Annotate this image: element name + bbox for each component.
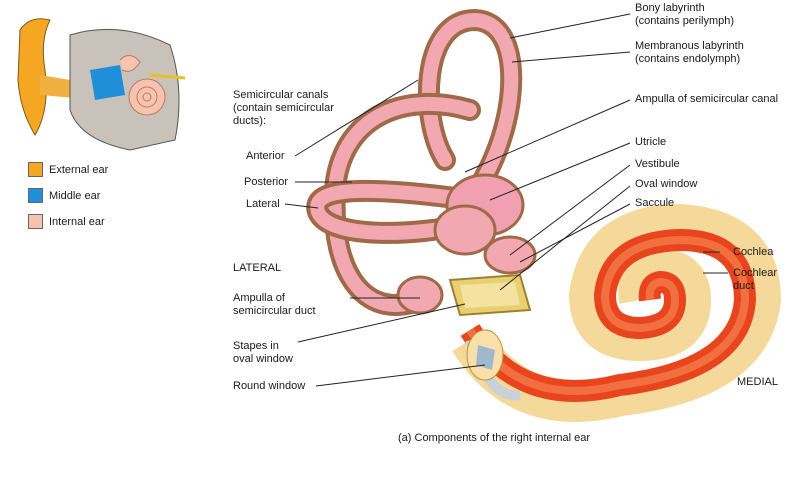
label-saccule: Saccule [635,197,675,209]
label-subtext: semicircular duct [233,305,316,317]
label-ampulla-canal: Ampulla of semicircular canal [635,93,779,105]
label-subtext: (contains perilymph) [635,15,735,27]
legend-swatch-middle [28,188,43,203]
label-oval-window: Oval window [635,178,698,190]
legend-swatch-external [28,162,43,177]
legend-swatch-internal [28,214,43,229]
label-text: Semicircular canals [233,89,329,101]
label-text: Cochlear [733,267,778,279]
label-semicircular-canals: Semicircular canals (contain semicircula… [233,89,334,128]
leader-lines [284,13,728,387]
label-subtext: (contains endolymph) [635,53,741,65]
label-cochlea: Cochlea [733,246,774,258]
figure-caption: (a) Components of the right internal ear [398,432,590,444]
ear-inset-thumbnail [8,10,186,151]
label-bony-labyrinth: Bony labyrinth (contains perilymph) [635,2,734,28]
legend-external-ear: External ear [28,162,108,177]
label-anterior: Anterior [246,150,285,162]
stapes-oval-window [448,273,532,317]
semicircular-canals [306,8,523,316]
legend-middle-ear: Middle ear [28,188,100,203]
legend-label: Middle ear [49,189,101,202]
label-membranous-labyrinth: Membranous labyrinth (contains endolymph… [635,40,744,66]
label-text: Bony labyrinth [635,2,705,14]
label-stapes: Stapes in oval window [233,340,293,366]
label-vestibule: Vestibule [635,158,680,170]
label-text: Stapes in [233,340,279,352]
label-medial: MEDIAL [737,376,778,388]
label-subtext: (contain semicircular [233,102,334,114]
label-cochlear-duct: Cochlear duct [733,267,777,293]
legend-label: External ear [49,163,109,176]
label-utricle: Utricle [635,136,667,148]
label-text: Membranous labyrinth [635,40,744,52]
label-subtext: duct [733,280,754,292]
label-posterior: Posterior [244,176,289,188]
label-round-window: Round window [233,380,306,392]
legend-internal-ear: Internal ear [28,214,105,229]
label-lateral-canal: Lateral [246,198,280,210]
label-subtext: oval window [233,353,293,365]
label-text: Ampulla of [233,292,285,304]
label-ampulla-duct: Ampulla of semicircular duct [233,292,316,318]
cochlea [452,203,782,422]
label-subtext: ducts): [233,115,267,127]
legend-label: Internal ear [49,215,105,228]
label-lateral-side: LATERAL [233,262,282,274]
